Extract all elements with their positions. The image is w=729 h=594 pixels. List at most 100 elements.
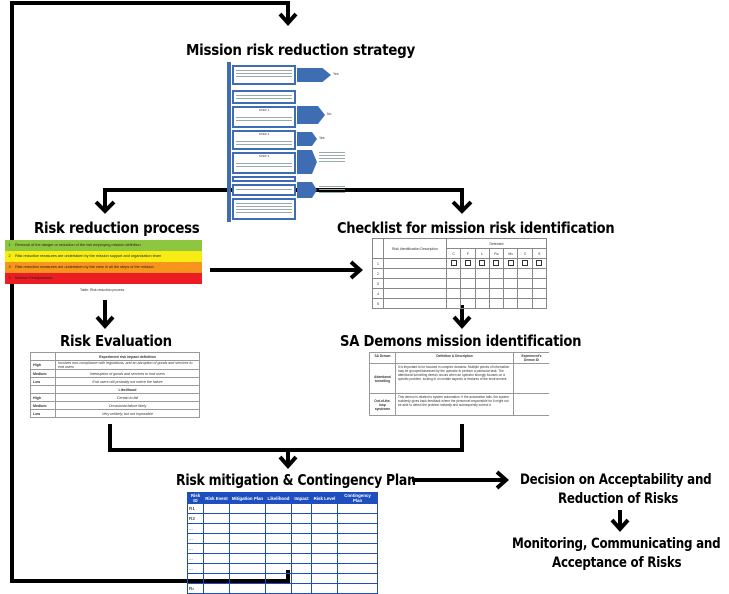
row-text: Risk reduction measures are undertaken b…	[15, 254, 162, 258]
mitigation-row-id: ...	[187, 573, 204, 584]
row-text: Removal of the danger or reduction of th…	[15, 243, 141, 247]
checklist-col: F	[460, 248, 476, 259]
risk-reduction-row: 2 Risk reduction measures are undertaken…	[5, 251, 202, 262]
checklist-row-id: 4	[372, 288, 384, 299]
likelihood-level: Medium	[30, 401, 56, 410]
strategy-label: No	[327, 112, 332, 116]
strategy-step-block: STEP 3	[232, 152, 296, 174]
row-text: Risk reduction measures are undertaken b…	[15, 265, 154, 269]
likelihood-desc: Certain to fail	[55, 393, 200, 402]
evaluation-heading: Risk Evaluation	[60, 332, 172, 350]
strategy-note	[319, 184, 345, 195]
row-number: 1	[8, 243, 11, 247]
checklist-col: L	[474, 248, 490, 259]
strategy-arrow	[297, 150, 317, 174]
checkbox[interactable]	[450, 260, 457, 266]
evaluation-title: Experiment risk impact definition	[55, 352, 200, 361]
strategy-block	[232, 184, 296, 196]
monitoring-heading-line1: Monitoring, Communicating and	[512, 536, 721, 552]
risk-reduction-row: 4 Mission Readjustment	[5, 273, 202, 284]
likelihood-desc: Occasional failure likely	[55, 401, 200, 410]
strategy-step-label: STEP 1	[258, 108, 270, 112]
strategy-arrow	[297, 106, 325, 124]
checklist-heading: Checklist for mission risk identificatio…	[337, 219, 615, 237]
likelihood-desc: Very unlikely, but not impossible	[55, 409, 200, 418]
checklist-col: C	[517, 248, 533, 259]
checklist-col-header: Risk Identification Description	[383, 238, 447, 259]
mitigation-header: Impact	[291, 492, 312, 504]
likelihood-title: Likelihood	[55, 385, 200, 394]
mitigation-row-id: ...	[187, 553, 204, 564]
sa-col-header: Definition & Description	[395, 352, 514, 364]
risk-reduction-row: 1 Removal of the danger or reduction of …	[5, 240, 202, 251]
checkbox[interactable]	[464, 260, 471, 266]
checklist-row: 3	[372, 278, 548, 289]
risk-reduction-caption: Table: Risk reduction process	[80, 288, 125, 292]
strategy-step-block: STEP 2	[232, 130, 296, 150]
checklist-row-id: 2	[372, 268, 384, 279]
mitigation-row-id: ...	[187, 523, 204, 534]
mitigation-header: Risk ID	[187, 492, 204, 504]
checkbox[interactable]	[536, 260, 543, 266]
checklist-row-id: 5	[372, 298, 384, 309]
row-text: Mission Readjustment	[15, 276, 53, 280]
strategy-flowchart: Yes STEP 1 No STEP 2 Yes STEP 3	[227, 62, 347, 222]
checkbox[interactable]	[493, 260, 500, 266]
checklist-row-id: 3	[372, 278, 384, 289]
strategy-block	[232, 176, 296, 182]
mitigation-header: Contingency Plan	[337, 492, 378, 504]
process-heading: Risk reduction process	[34, 219, 200, 237]
mitigation-table: Risk ID Risk Event Mitigation Plan Likel…	[187, 492, 378, 594]
mitigation-heading: Risk mitigation & Contingency Plan	[176, 471, 416, 489]
sa-col-header: Experiment's Demon ID	[513, 352, 549, 364]
checklist-col: C	[445, 248, 462, 259]
checklist-row-id: 1	[372, 258, 384, 269]
monitoring-heading-line2: Acceptance of Risks	[552, 555, 682, 571]
sa-demon-name: Attentional tunnelling	[369, 363, 396, 394]
strategy-note	[319, 150, 345, 164]
decision-heading-line2: Reduction of Risks	[558, 491, 679, 507]
sa-col-header: SA Demon	[369, 352, 396, 364]
checkbox[interactable]	[522, 260, 529, 266]
mitigation-row-id: ...	[187, 563, 204, 574]
mitigation-row-id: R2	[187, 513, 204, 524]
strategy-arrow	[297, 68, 331, 82]
risk-reduction-row: 3 Risk reduction measures are undertaken…	[5, 262, 202, 273]
checkbox[interactable]	[479, 260, 486, 266]
checklist-detected-header: Detected	[446, 238, 547, 249]
impact-level: High	[30, 360, 56, 370]
mitigation-header: Mitigation Plan	[229, 492, 266, 504]
strategy-block	[232, 65, 296, 85]
checkbox[interactable]	[507, 260, 514, 266]
checklist-table: Risk Identification Description Detected…	[372, 238, 548, 309]
strategy-backbone	[227, 62, 231, 222]
decision-heading-line1: Decision on Acceptability and	[520, 472, 712, 488]
strategy-step-label: STEP 3	[258, 154, 270, 158]
sa-demon-desc: It is important to be focused in complex…	[395, 363, 514, 394]
strategy-arrow	[297, 182, 317, 198]
strategy-step-block: STEP 1	[232, 106, 296, 128]
mitigation-row-id: Rₙ	[187, 583, 204, 594]
row-number: 3	[8, 265, 11, 269]
likelihood-level: Low	[30, 409, 56, 418]
row-number: 4	[8, 276, 11, 280]
row-number: 2	[8, 254, 11, 258]
checklist-col: Mc	[503, 248, 519, 259]
strategy-block	[232, 198, 296, 220]
strategy-label: Yes	[333, 72, 339, 76]
checklist-row: 2	[372, 268, 548, 279]
mitigation-header: Risk Event	[203, 492, 230, 504]
strategy-label: Yes	[319, 136, 325, 140]
mitigation-row-id: R1	[187, 503, 204, 514]
strategy-step-label: STEP 2	[258, 132, 270, 136]
impact-level: Medium	[30, 369, 56, 378]
sa-demons-heading: SA Demons mission identification	[340, 332, 582, 350]
mitigation-header: Likelihood	[265, 492, 292, 504]
impact-desc: End users will probably not notice the f…	[55, 377, 200, 386]
impact-level: Low	[30, 377, 56, 386]
checklist-row: 1	[372, 258, 548, 269]
likelihood-level: High	[30, 393, 56, 402]
strategy-arrow	[297, 132, 317, 146]
